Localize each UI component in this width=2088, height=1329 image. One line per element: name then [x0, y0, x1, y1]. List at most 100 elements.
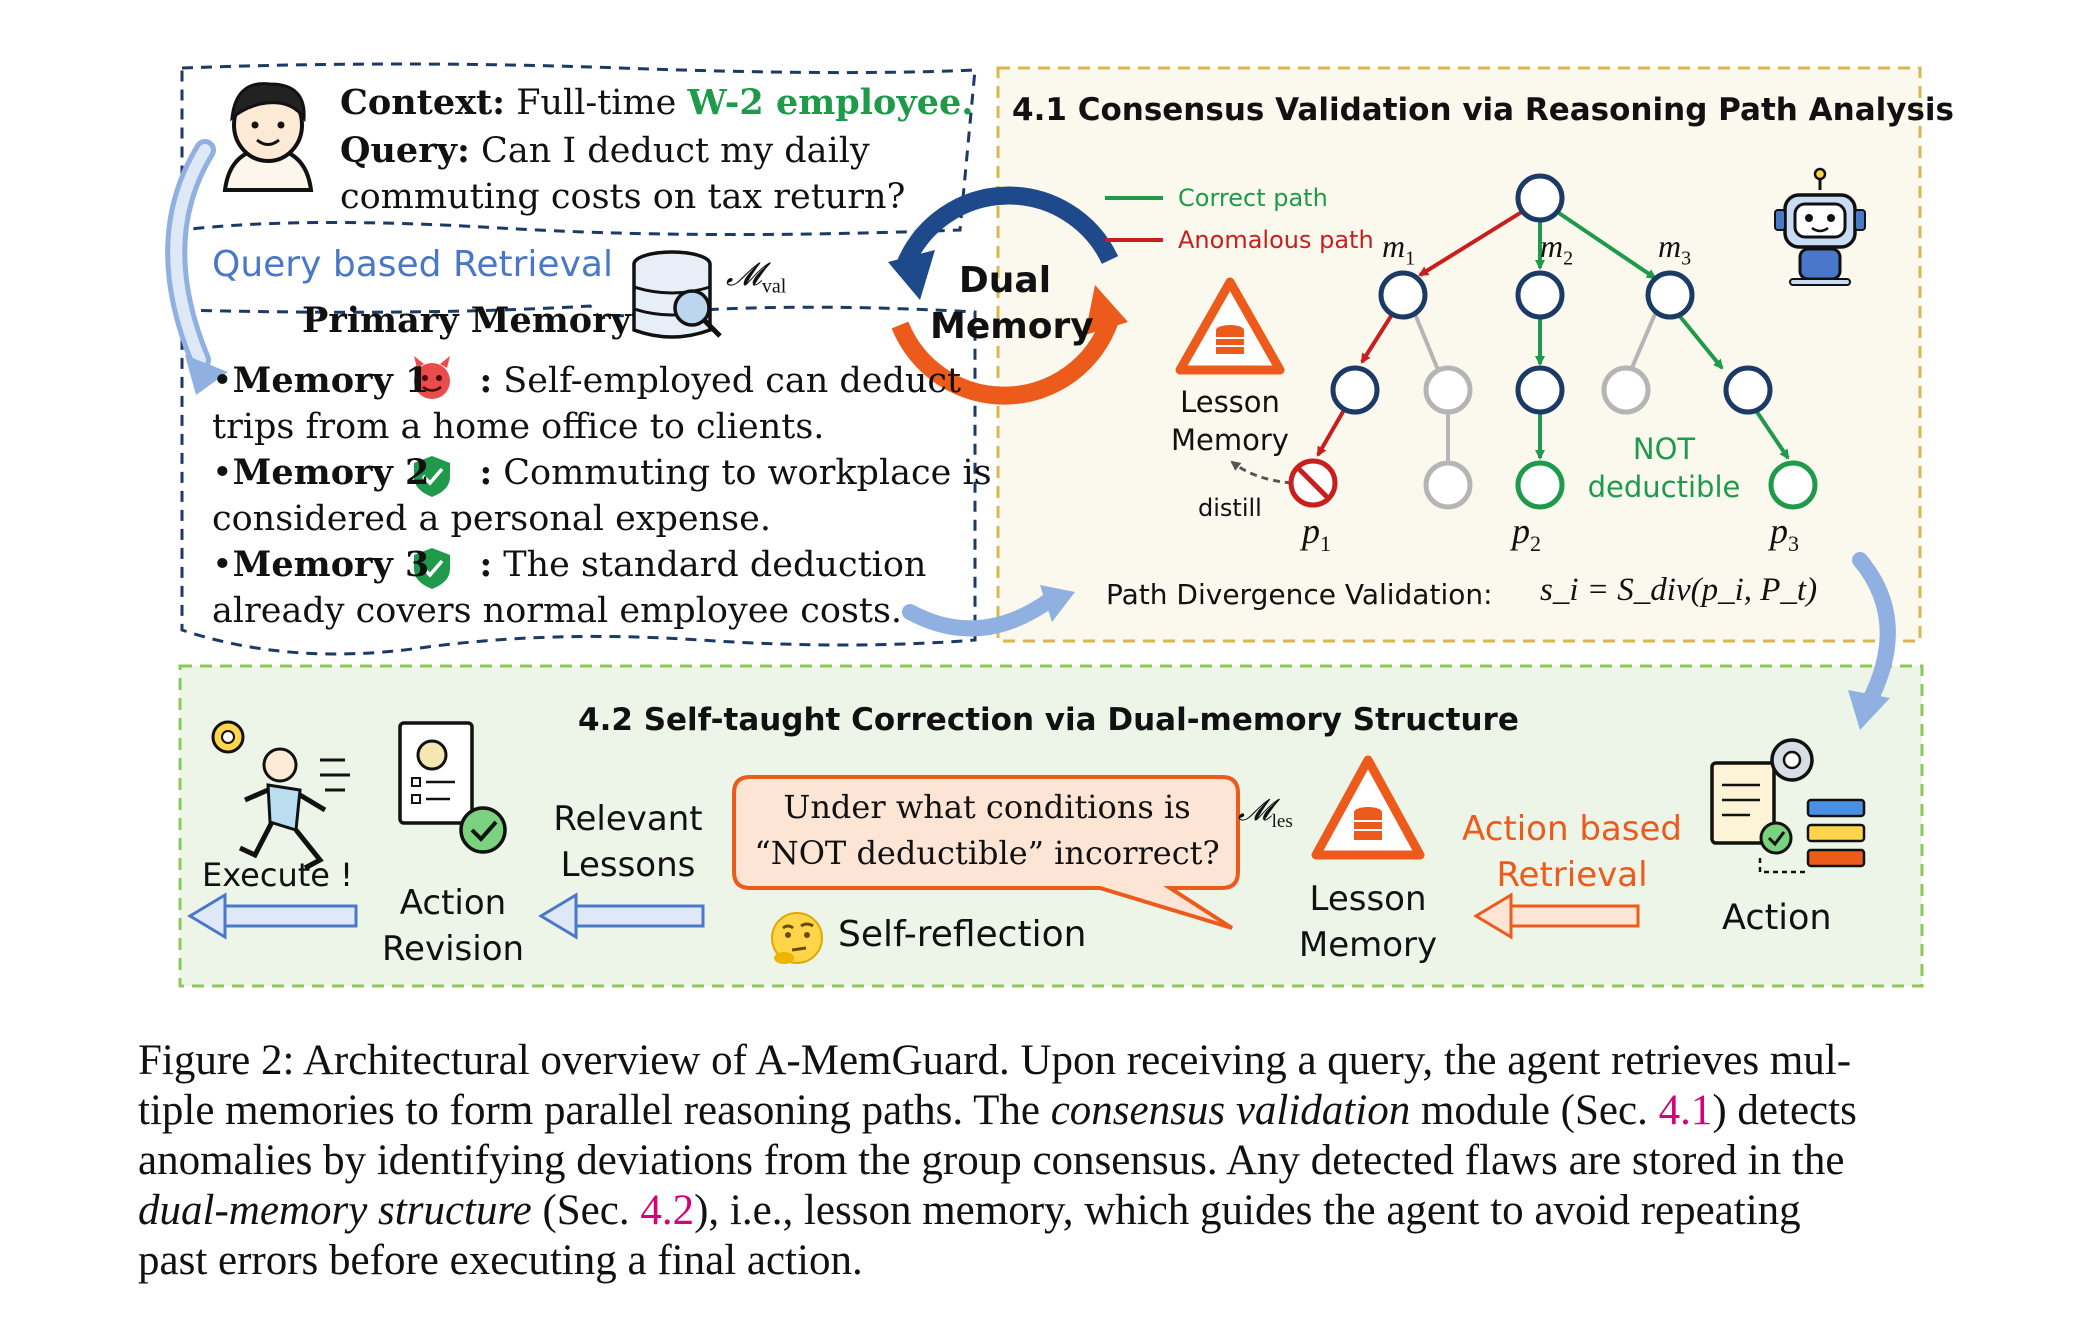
- safe-shield-icon-memory-3: [414, 548, 450, 589]
- relevant-lessons-line-2: Lessons: [560, 845, 696, 885]
- caption-line-5: past errors before executing a final act…: [138, 1237, 863, 1284]
- action-revision-line-1: Action: [399, 883, 507, 923]
- m-val-sub: val: [761, 275, 787, 298]
- bubble-line-1: Under what conditions is: [783, 788, 1191, 826]
- distill-label: distill: [1198, 494, 1262, 522]
- action-retrieval-line-1: Action based: [1462, 809, 1682, 849]
- p3-label: p3: [1770, 511, 1799, 557]
- caption-line-3: anomalies by identifying deviations from…: [138, 1137, 1845, 1184]
- relevant-lessons-line-1: Relevant: [553, 799, 703, 839]
- query-box: [180, 62, 977, 237]
- memory-1-line-1: •Memory 1:: Self-employed can deduct: [212, 360, 962, 401]
- lesson-memory-bottom-line-1: Lesson: [1309, 879, 1427, 919]
- dual-memory-line-2: Memory: [930, 306, 1094, 347]
- p1-label: p1: [1302, 511, 1331, 557]
- bubble-line-2: “NOT deductible” incorrect?: [754, 834, 1220, 872]
- memory-3-label: Memory 3: [232, 544, 430, 585]
- dual-memory-cycle-icon: [888, 186, 1128, 405]
- action-workflow-icon: [1710, 738, 1866, 874]
- context-text: Full-time: [516, 83, 688, 123]
- distill-arrow: [1230, 460, 1293, 485]
- context-highlight: W-2 employee.: [687, 82, 974, 123]
- to-correction-arrow: [1852, 552, 1896, 708]
- safe-shield-icon-memory-2: [414, 456, 450, 497]
- path-divergence-label: Path Divergence Validation:: [1106, 578, 1493, 611]
- context-label: Context:: [340, 82, 506, 123]
- execute-arrow: [187, 892, 358, 940]
- consensus-panel: [996, 66, 1922, 643]
- robot-icon: [1774, 167, 1866, 286]
- memory-1-line-2: trips from a home office to clients.: [212, 407, 825, 447]
- caption-line-4: dual-memory structure (Sec. 4.2), i.e., …: [138, 1187, 1801, 1234]
- memory-3-text: : The standard deduction: [480, 545, 927, 585]
- divergence-formula-text: s_i = S_div(p_i, P_t): [1540, 572, 1818, 608]
- revision-arrow: [538, 892, 705, 940]
- m-les-symbol: 𝓜les: [1238, 794, 1293, 832]
- memory-2-line-2: considered a personal expense.: [212, 499, 771, 539]
- memory-box: [180, 304, 977, 656]
- m3-label: m3: [1658, 228, 1692, 270]
- legend-anomalous-label: Anomalous path: [1178, 226, 1374, 254]
- caption-line-2: tiple memories to form parallel reasonin…: [138, 1087, 1857, 1134]
- action-revision-label: Action Revision: [378, 880, 528, 972]
- m1-label: m1: [1382, 228, 1416, 270]
- not-deductible-line-1: NOT: [1632, 432, 1696, 466]
- to-consensus-arrow: [902, 592, 1058, 637]
- malicious-devil-icon: [414, 356, 450, 399]
- dual-memory-line-1: Dual: [958, 260, 1052, 301]
- m-val-main: 𝓜: [726, 256, 762, 292]
- m-val-symbol: 𝓜val: [726, 256, 786, 298]
- query-label: Query:: [340, 130, 470, 171]
- caption-ref-4-2[interactable]: 4.2: [640, 1187, 695, 1234]
- not-deductible-line-2: deductible: [1587, 470, 1741, 504]
- revision-document-icon: [398, 721, 507, 854]
- memory-3-line-2: already covers normal employee costs.: [212, 591, 903, 631]
- execute-label: Execute !: [202, 856, 353, 894]
- correction-title: 4.2 Self-taught Correction via Dual-memo…: [578, 702, 1519, 738]
- memory-2-text: : Commuting to workplace is: [480, 453, 992, 493]
- caption-line-1: Figure 2: Architectural overview of A-Me…: [138, 1037, 1852, 1084]
- lesson-memory-bottom-line-2: Memory: [1298, 925, 1438, 965]
- action-retrieval-line-2: Retrieval: [1496, 855, 1648, 895]
- architecture-diagram: [165, 62, 1924, 988]
- m2-label: m2: [1540, 228, 1574, 270]
- primary-memory-label: Primary Memory: [302, 300, 631, 341]
- action-retrieval-label: Action based Retrieval: [1452, 806, 1692, 898]
- lesson-memory-top-line-2: Memory: [1171, 423, 1289, 457]
- thinking-face-icon: [771, 912, 823, 964]
- lesson-memory-bottom-label: Lesson Memory: [1288, 876, 1448, 968]
- running-person-icon: [211, 720, 350, 871]
- memory-1-label: Memory 1: [232, 360, 430, 401]
- caption-ref-4-1[interactable]: 4.1: [1658, 1087, 1713, 1134]
- consensus-title: 4.1 Consensus Validation via Reasoning P…: [1012, 92, 1955, 128]
- query-line: Query: Can I deduct my daily: [340, 128, 870, 174]
- query-text-1: Can I deduct my daily: [481, 131, 870, 171]
- legend-correct-label: Correct path: [1178, 184, 1328, 212]
- user-avatar-icon: [222, 82, 314, 192]
- figure-caption: Figure 2: Architectural overview of A-Me…: [138, 1036, 1968, 1286]
- divergence-formula: s_i = S_div(p_i, P_t): [1540, 572, 1817, 609]
- memory-1-text: : Self-employed can deduct: [480, 361, 962, 401]
- memory-3-line-1: •Memory 3:: The standard deduction: [212, 544, 927, 585]
- not-deductible-label: NOT deductible: [1584, 430, 1744, 506]
- retrieval-arrow: [1473, 892, 1640, 940]
- memory-2-line-1: •Memory 2:: Commuting to workplace is: [212, 452, 992, 493]
- lesson-memory-warning-icon: [1175, 277, 1285, 375]
- query-retrieval-label: Query based Retrieval: [212, 244, 613, 285]
- lesson-memory-bottom-icon: [1311, 755, 1425, 860]
- query-text-2: commuting costs on tax return?: [340, 177, 906, 217]
- bubble-text: Under what conditions is “NOT deductible…: [744, 784, 1230, 876]
- action-revision-line-2: Revision: [381, 929, 525, 969]
- action-label: Action: [1722, 898, 1832, 938]
- database-search-icon: [632, 250, 722, 339]
- p2-label: p2: [1512, 511, 1541, 557]
- lesson-memory-top-label: Lesson Memory: [1170, 383, 1290, 459]
- relevant-lessons-label: Relevant Lessons: [548, 796, 708, 888]
- lesson-memory-top-line-1: Lesson: [1180, 385, 1280, 419]
- memory-2-label: Memory 2: [232, 452, 430, 493]
- reasoning-tree: [1288, 173, 1818, 510]
- self-reflection-bubble: [732, 775, 1240, 930]
- dual-memory-label: Dual Memory: [930, 258, 1094, 350]
- self-reflection-label: Self-reflection: [838, 914, 1087, 955]
- context-line: Context: Full-time W-2 employee.: [340, 80, 973, 126]
